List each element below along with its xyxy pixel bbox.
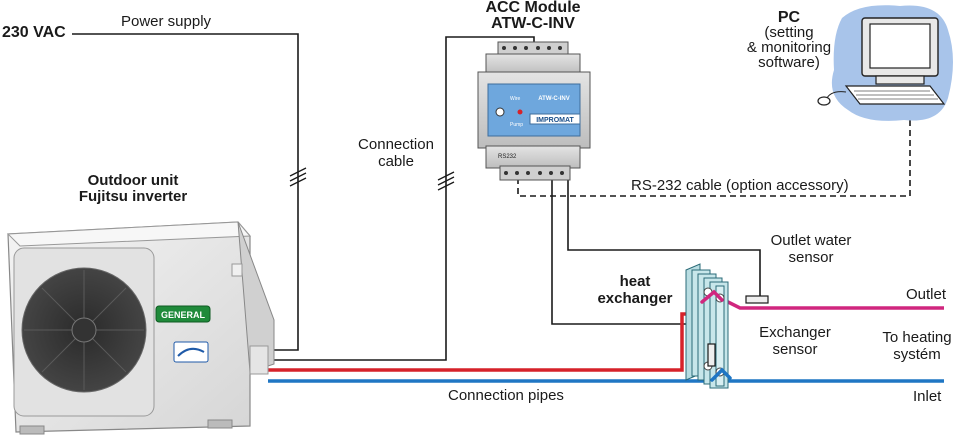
heat-exchanger-label-line2: exchanger: [597, 290, 673, 307]
pc-label: PC (setting & monitoring software): [730, 9, 848, 71]
connection-cable-wire: [268, 36, 535, 361]
exchanger-sensor-label-line1: Exchanger: [759, 324, 831, 341]
pc-label-line1: (setting: [764, 24, 814, 41]
rs232-cable: [517, 116, 911, 197]
hot-pipe: [268, 312, 700, 372]
heating-label-line1: To heating: [882, 329, 952, 346]
module-brand: IMPROMAT: [536, 117, 574, 124]
outdoor-unit-brand: GENERAL: [161, 310, 206, 320]
outlet-label: Outlet: [906, 286, 947, 303]
exchanger-sensor-icon: [707, 343, 716, 367]
outlet-water-sensor-label: Outlet water sensor: [758, 232, 864, 266]
acc-module-label-line2: ATW-C-INV: [491, 15, 575, 32]
heat-exchanger-label: heat exchanger: [592, 273, 678, 307]
acc-module: [477, 41, 591, 181]
outlet-sensor-label-line2: sensor: [788, 249, 834, 266]
power-wire-hatch: [289, 167, 307, 187]
outdoor-unit-label: Outdoor unit Fujitsu inverter: [58, 173, 208, 205]
pc-label-line2: & monitoring: [746, 39, 832, 56]
acc-module-label-line1: ACC Module: [485, 0, 581, 16]
power-supply-wire: [72, 33, 299, 351]
module-pump-label: Pump: [510, 122, 523, 128]
acc-module-label: ACC Module ATW-C-INV: [478, 0, 588, 32]
heating-label-line2: systém: [893, 346, 941, 363]
connection-cable-hatch: [437, 171, 455, 191]
module-model: ATW-C-INV: [538, 96, 569, 102]
pc-title: PC: [777, 9, 801, 26]
module-wire-label: Wire: [510, 96, 520, 102]
connection-cable-label: Connection cable: [348, 136, 444, 170]
pc: [817, 5, 953, 121]
exchanger-sensor-label-line2: sensor: [772, 341, 818, 358]
connection-pipes-label: Connection pipes: [448, 387, 564, 404]
mains-voltage-label: 230 VAC: [2, 24, 66, 41]
outdoor-unit-label-line1: Outdoor unit: [87, 172, 179, 189]
power-supply-label: Power supply: [121, 13, 212, 30]
exchanger-sensor-label: Exchanger sensor: [746, 324, 844, 358]
rs232-cable-label: RS-232 cable (option accessory): [631, 177, 849, 194]
connection-cable-label-line2: cable: [378, 153, 414, 170]
flow-arrows: [700, 289, 732, 382]
outlet-water-sensor-icon: [745, 295, 769, 304]
outdoor-unit-label-line2: Fujitsu inverter: [78, 188, 188, 205]
heating-system-label: To heating systém: [876, 329, 958, 363]
outlet-sensor-label-line1: Outlet water: [770, 232, 852, 249]
pc-label-line3: software): [758, 54, 820, 71]
module-port: RS232: [498, 154, 517, 160]
outdoor-unit: [6, 221, 275, 435]
outlet-sensor-wire: [567, 178, 761, 296]
connection-cable-label-line1: Connection: [358, 136, 434, 153]
inlet-label: Inlet: [913, 388, 942, 405]
heat-exchanger-label-line1: heat: [619, 273, 651, 290]
